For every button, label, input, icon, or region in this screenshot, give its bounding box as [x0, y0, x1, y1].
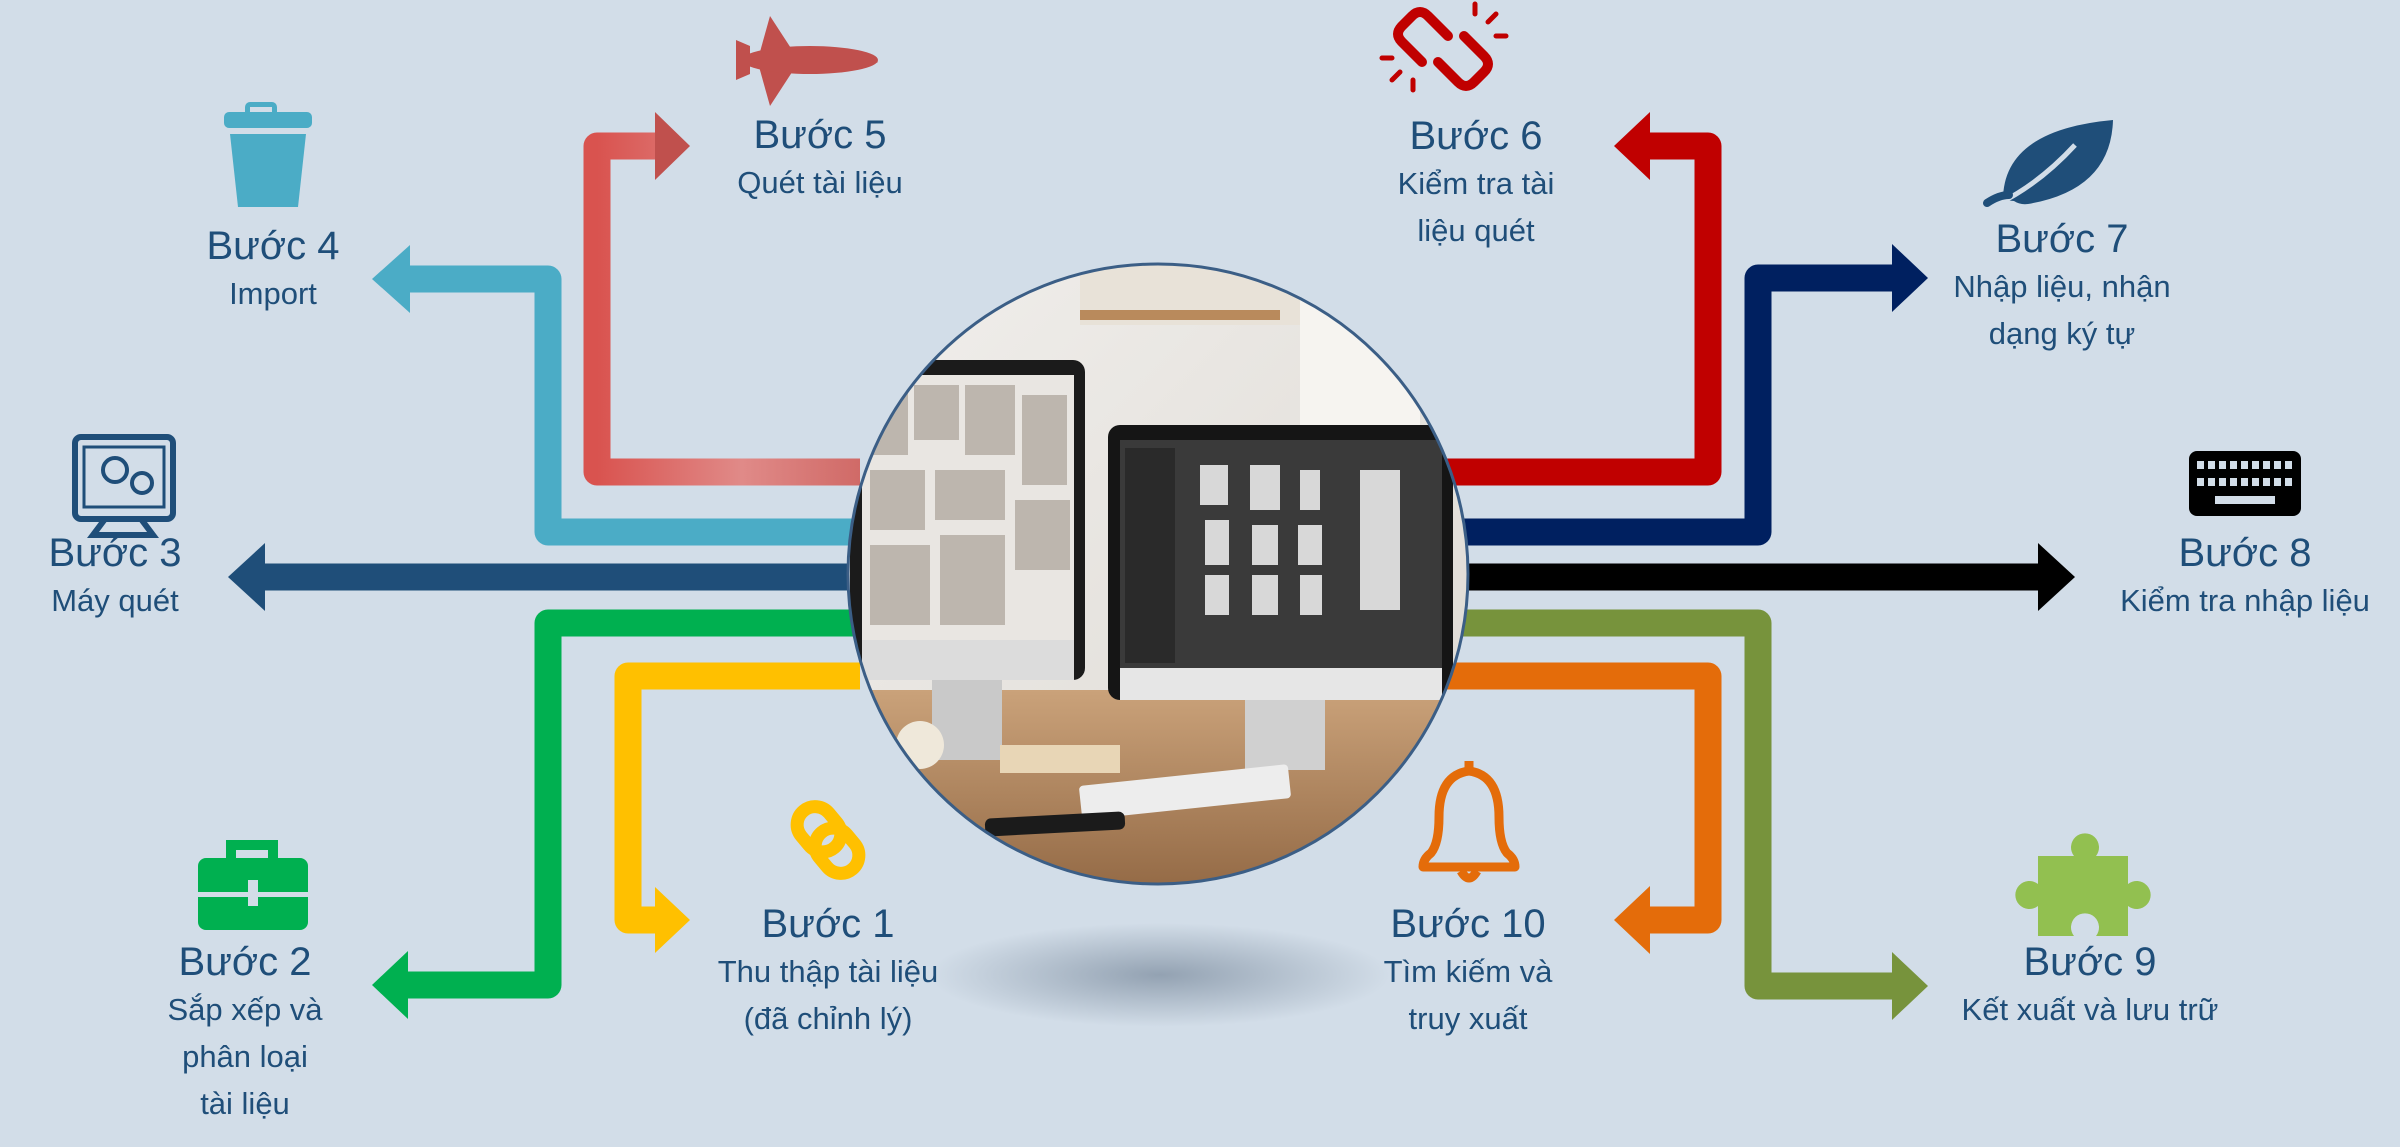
- step-3-label: Bước 3 Máy quét: [0, 529, 230, 624]
- step-10-arrow: [1440, 662, 1722, 954]
- key: [2285, 461, 2292, 469]
- arrow-shaft: [408, 609, 860, 999]
- step-9-arrow: [1440, 609, 1928, 1020]
- step-7-arrow: [1440, 244, 1928, 546]
- step-10-label: Bước 10 Tìm kiếm và truy xuất: [1318, 900, 1618, 1042]
- broken-link-icon: [1379, 1, 1509, 93]
- arrow-head: [2038, 543, 2075, 611]
- key: [2252, 478, 2259, 486]
- key: [2197, 461, 2204, 469]
- step-4-label: Bước 4 Import: [133, 222, 413, 317]
- key: [2208, 478, 2215, 486]
- arrow-head: [1614, 886, 1650, 954]
- step-10-title: Bước 10: [1390, 902, 1546, 946]
- arrow-head: [372, 951, 408, 1019]
- trash-bin-icon: [224, 102, 312, 207]
- arrow-head: [228, 543, 265, 611]
- arrow-shaft: [410, 265, 860, 546]
- step-2-title: Bước 2: [178, 940, 312, 984]
- arrow-shaft: [1440, 662, 1722, 934]
- step-7-desc: Nhập liệu, nhận dạng ký tự: [1953, 269, 2171, 351]
- step-2-arrow: [372, 609, 860, 1019]
- step-4-desc: Import: [229, 276, 317, 311]
- step-3-title: Bước 3: [48, 531, 182, 575]
- step-8-label: Bước 8 Kiểm tra nhập liệu: [2090, 529, 2400, 624]
- bell-icon: [1418, 761, 1520, 883]
- key: [2230, 461, 2237, 469]
- key: [2285, 478, 2292, 486]
- arrow-head: [655, 887, 690, 953]
- step-3-desc: Máy quét: [51, 583, 179, 618]
- step-9-label: Bước 9 Kết xuất và lưu trữ: [1930, 938, 2250, 1033]
- step-2-desc: Sắp xếp và phân loại tài liệu: [167, 992, 323, 1121]
- keyboard: [1079, 764, 1291, 820]
- arrow-head: [1892, 244, 1928, 312]
- key: [2241, 461, 2248, 469]
- key: [2230, 478, 2237, 486]
- step-2-label: Bước 2 Sắp xếp và phân loại tài liệu: [90, 938, 400, 1127]
- step-5-title: Bước 5: [753, 113, 887, 157]
- step-8-arrow: [1440, 543, 2075, 611]
- arrow-head: [1892, 952, 1928, 1020]
- step-6-arrow: [1440, 112, 1722, 486]
- space-shuttle-icon: [736, 16, 878, 106]
- key: [2219, 461, 2226, 469]
- step-1-arrow: [614, 662, 860, 953]
- space-key: [2215, 496, 2275, 504]
- step-9-title: Bước 9: [2023, 940, 2157, 984]
- step-10-desc: Tìm kiếm và truy xuất: [1383, 954, 1553, 1036]
- step-6-desc: Kiểm tra tài liệu quét: [1397, 166, 1555, 248]
- chain-link-icon: [790, 800, 866, 880]
- step-5-desc: Quét tài liệu: [737, 165, 903, 200]
- leaf-icon: [1983, 120, 2113, 207]
- key: [2219, 478, 2226, 486]
- step-4-arrow: [372, 245, 860, 546]
- step-7-label: Bước 7 Nhập liệu, nhận dạng ký tự: [1912, 215, 2212, 357]
- step-4-title: Bước 4: [206, 224, 340, 268]
- arrow-head: [1614, 112, 1650, 180]
- keyboard-icon: [2189, 451, 2301, 516]
- key: [2241, 478, 2248, 486]
- key: [2208, 461, 2215, 469]
- arrow-head: [372, 245, 410, 313]
- step-1-label: Bước 1 Thu thập tài liệu (đã chỉnh lý): [628, 900, 1028, 1042]
- step-6-title: Bước 6: [1409, 114, 1543, 158]
- key: [2274, 461, 2281, 469]
- arrow-shaft: [1440, 609, 1892, 1000]
- key: [2274, 478, 2281, 486]
- step-8-title: Bước 8: [2178, 531, 2312, 575]
- arrow-shaft: [1440, 132, 1722, 486]
- puzzle-piece-icon: [2015, 833, 2151, 936]
- step-9-desc: Kết xuất và lưu trữ: [1961, 992, 2219, 1027]
- step-1-desc: Thu thập tài liệu (đã chỉnh lý): [717, 954, 939, 1036]
- key: [2197, 478, 2204, 486]
- step-6-label: Bước 6 Kiểm tra tài liệu quét: [1326, 112, 1626, 254]
- key: [2263, 478, 2270, 486]
- floor-shadow: [930, 923, 1390, 1027]
- center-photo: [846, 262, 1470, 886]
- arrow-shaft: [614, 662, 860, 934]
- step-5-arrow: [583, 112, 860, 486]
- step-7-title: Bước 7: [1995, 217, 2129, 261]
- arrow-head: [655, 112, 690, 180]
- step-3-arrow: [228, 543, 860, 611]
- step-5-label: Bước 5 Quét tài liệu: [670, 111, 970, 206]
- key: [2252, 461, 2259, 469]
- arrow-shaft: [1440, 264, 1892, 546]
- key: [2263, 461, 2270, 469]
- arrow-shaft: [583, 132, 860, 486]
- step-8-desc: Kiểm tra nhập liệu: [2120, 583, 2370, 618]
- monitor-settings-icon: [72, 434, 176, 538]
- step-1-title: Bước 1: [761, 902, 895, 946]
- toolbox-icon: [198, 840, 308, 930]
